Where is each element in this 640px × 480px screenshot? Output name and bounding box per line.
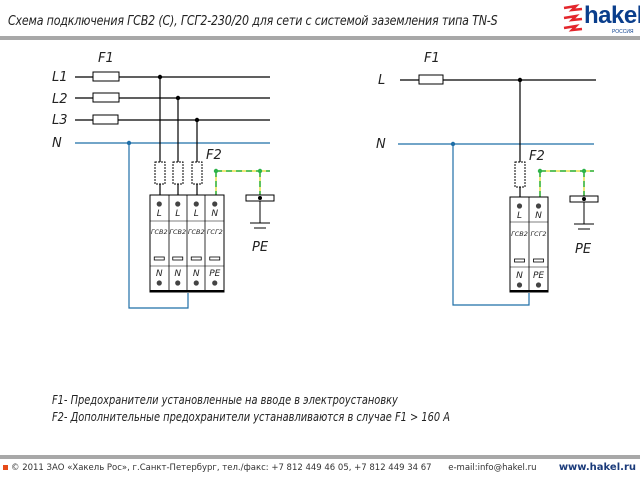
module-name: ГСГ2: [531, 230, 547, 238]
terminal-screw-icon: [193, 201, 199, 207]
module-name: ГСГ2: [207, 228, 223, 236]
copyright-text: © 2011 ЗАО «Хакель Рос», г.Санкт-Петербу…: [11, 463, 432, 473]
junction-dot: [450, 141, 456, 147]
line-label-l: L: [378, 73, 385, 88]
line-label-l3: L3: [52, 113, 68, 128]
diagram-three-phase: F1 L1 L2 L3 N F2: [52, 51, 275, 309]
module-top-terminal: L: [175, 209, 180, 219]
terminal-screw-icon: [175, 201, 181, 207]
bullet-icon: [3, 465, 8, 470]
fuse-f1-l2: [92, 92, 120, 103]
line-label-n: N: [52, 136, 62, 151]
junction-dot: [517, 77, 523, 83]
fuse-f2: [514, 161, 526, 188]
status-window: [190, 256, 202, 261]
terminal-screw-icon: [156, 280, 162, 286]
module-bottom-terminal: N: [156, 269, 163, 279]
junction-dot: [175, 95, 181, 101]
junction-dot: [157, 74, 163, 80]
lightning-bolts-icon: [563, 4, 583, 32]
terminal-screw-icon: [516, 282, 523, 288]
module-bottom-terminal: N: [193, 269, 200, 279]
footer-divider: [0, 455, 640, 459]
terminal-screw-icon: [516, 203, 523, 209]
junction-dot: [126, 140, 132, 146]
line-label-l2: L2: [52, 92, 68, 107]
fuse-f2: [154, 161, 166, 185]
page-title: Схема подключения ГСВ2 (С), ГСГ2-230/20 …: [8, 14, 498, 29]
fuse-f1-l1: [92, 71, 120, 82]
legend-notes: F1- Предохранители установленные на ввод…: [52, 392, 450, 426]
status-window: [209, 256, 221, 261]
neutral-loop: [452, 144, 530, 306]
fuse-f2: [191, 161, 203, 185]
fuse-f1-l3: [92, 114, 119, 125]
module-top-terminal: L: [157, 209, 162, 219]
terminal-screw-icon: [175, 280, 181, 286]
module-name: ГСВ2: [511, 230, 528, 238]
module-bottom-terminal: N: [516, 271, 523, 281]
module-name: ГСВ2: [169, 228, 186, 236]
terminal-screw-icon: [193, 280, 199, 286]
module-bottom-terminal: N: [174, 269, 181, 279]
module-top-terminal: N: [211, 209, 218, 219]
terminal-screw-icon: [156, 201, 162, 207]
pe-label: PE: [252, 240, 269, 255]
neutral-loop: [128, 143, 189, 309]
module-top-terminal: L: [194, 209, 199, 219]
header-divider: [0, 36, 640, 40]
status-window: [172, 256, 184, 261]
fuse-f1-l: [418, 74, 444, 85]
terminal-screw-icon: [212, 280, 218, 286]
module-name: ГСВ2: [151, 228, 168, 236]
line-label-n: N: [376, 137, 386, 152]
f1-label: F1: [98, 51, 114, 66]
spd-module-block: [509, 196, 549, 293]
wiring-diagram: F1 L1 L2 L3 N F2: [52, 51, 599, 309]
line-label-l1: L1: [52, 70, 68, 85]
f2-label: F2: [529, 149, 545, 164]
terminal-screw-icon: [535, 282, 542, 288]
status-window: [514, 258, 525, 263]
pe-label: PE: [575, 242, 592, 257]
logo-wordmark: hakel: [584, 2, 640, 29]
footer: © 2011 ЗАО «Хакель Рос», г.Санкт-Петербу…: [3, 463, 536, 473]
module-top-terminal: L: [517, 211, 522, 221]
note-f1: F1- Предохранители установленные на ввод…: [52, 393, 398, 407]
note-f2: F2- Дополнительные предохранители устана…: [52, 410, 451, 424]
email-link[interactable]: e-mail:info@hakel.ru: [448, 463, 537, 473]
status-window: [153, 256, 165, 261]
module-top-terminal: N: [535, 211, 542, 221]
fuse-f2: [172, 161, 184, 185]
f2-label: F2: [206, 148, 222, 163]
website-link[interactable]: www.hakel.ru: [558, 462, 636, 473]
f1-label: F1: [424, 51, 440, 66]
status-window: [533, 258, 544, 263]
module-bottom-terminal: PE: [209, 269, 220, 279]
module-bottom-terminal: PE: [533, 271, 544, 281]
hakel-logo[interactable]: hakel РОССИЯ: [562, 2, 640, 36]
logo-subtitle: РОССИЯ: [612, 29, 634, 35]
terminal-screw-icon: [535, 203, 542, 209]
terminal-screw-icon: [212, 201, 218, 207]
junction-dot: [194, 117, 200, 123]
module-name: ГСВ2: [188, 228, 205, 236]
spd-module-block: [149, 194, 225, 293]
